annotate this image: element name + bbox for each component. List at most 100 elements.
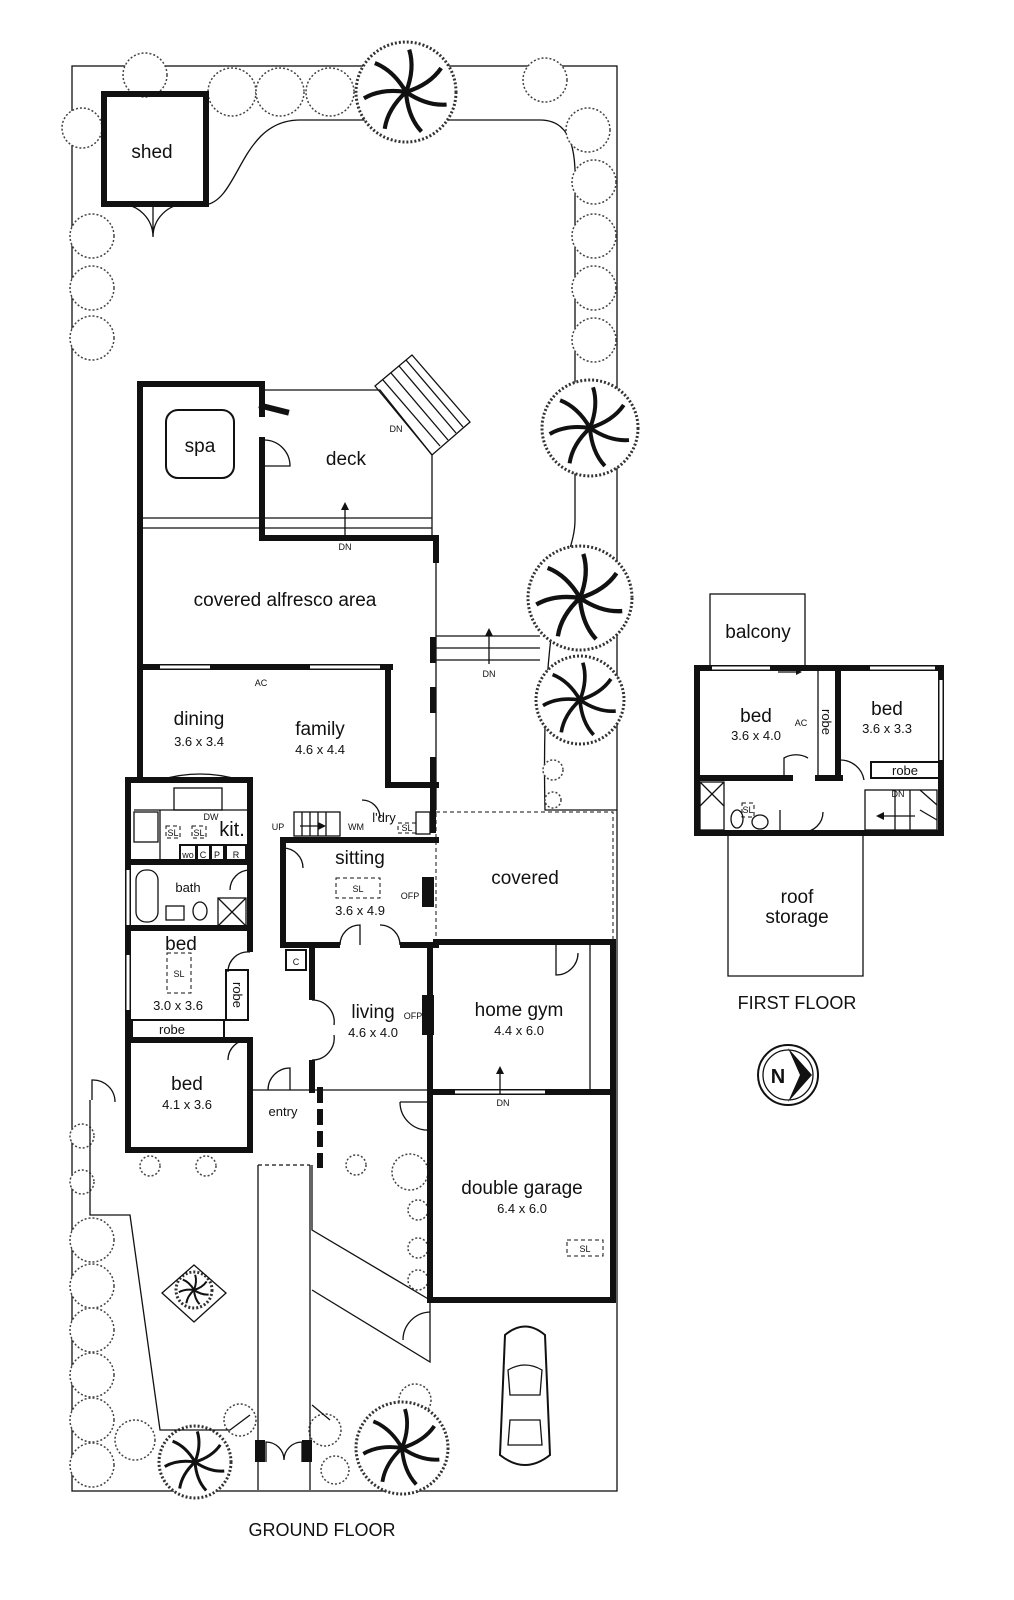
shrub-icon: [114, 1419, 156, 1461]
spa-label: spa: [185, 436, 216, 457]
first-floor: balcony robe robe AC SL DN bed 3.6 x 4.0…: [694, 593, 944, 1013]
ofp-label: OFP: [404, 1011, 423, 1021]
tree-icon: [354, 40, 458, 144]
dn-label: DN: [339, 542, 352, 552]
shrub-icon: [522, 57, 568, 103]
shrub-icon: [255, 67, 305, 117]
shrub-icon: [571, 159, 617, 205]
covered-label: covered: [491, 868, 559, 889]
shrub-icon: [345, 1154, 367, 1176]
first-floor-title: FIRST FLOOR: [738, 993, 857, 1013]
shrub-icon: [305, 67, 355, 117]
dw-label: DW: [204, 812, 219, 822]
bed-dim: 3.0 x 3.6: [153, 998, 203, 1013]
shrub-icon: [69, 1217, 115, 1263]
shrub-icon: [407, 1199, 429, 1221]
shrub-icon: [69, 315, 115, 361]
balcony-label: balcony: [725, 622, 791, 643]
east-wing: DN SL: [399, 811, 616, 1341]
shrub-icon: [69, 265, 115, 311]
shrub-icon: [139, 1155, 161, 1177]
sl-label: SL: [579, 1244, 590, 1254]
dining-label: dining: [174, 709, 225, 730]
bed-dim: 3.6 x 4.0: [731, 728, 781, 743]
garage-label: double garage: [461, 1178, 583, 1199]
bed-label: bed: [740, 706, 772, 727]
up-label: UP: [272, 822, 285, 832]
spa-tub: [165, 409, 235, 479]
bed-label: bed: [171, 1074, 203, 1095]
tree-icon: [157, 1424, 233, 1500]
alfresco-label: covered alfresco area: [194, 590, 377, 611]
shed-label: shed: [131, 142, 172, 163]
bath-label: bath: [175, 880, 200, 895]
family-dim: 4.6 x 4.4: [295, 742, 345, 757]
wo-label: wo: [181, 850, 194, 860]
bathtub: [135, 869, 159, 923]
tree-icon: [534, 654, 626, 746]
entry-label: entry: [269, 1104, 298, 1119]
dn-label: DN: [892, 789, 905, 799]
sitting-label: sitting: [335, 848, 385, 869]
garden-trees: [157, 40, 640, 1500]
deck-area: spa DN deck DN: [137, 354, 471, 783]
first-floor-stairs: [864, 789, 938, 831]
garden-shrubs: [61, 52, 617, 1488]
shrub-icon: [571, 317, 617, 363]
family-label: family: [295, 719, 345, 740]
north-compass-icon: N: [757, 1044, 819, 1106]
sl-label: SL: [193, 828, 204, 838]
tree-icon: [526, 544, 634, 652]
ground-floor-title: GROUND FLOOR: [248, 1520, 395, 1540]
shrub-icon: [69, 1169, 95, 1195]
tree-icon: [354, 1400, 450, 1496]
shrub-icon: [69, 1307, 115, 1353]
car: [498, 1325, 552, 1466]
tree-icon: [174, 1270, 214, 1310]
shrub-icon: [61, 107, 103, 149]
shrub-icon: [391, 1153, 429, 1191]
c-label: C: [200, 850, 207, 860]
sl-label: SL: [401, 823, 412, 833]
shrub-icon: [69, 213, 115, 259]
robe-label: robe: [159, 1022, 185, 1037]
ground-room-labels: covered alfresco area dining 3.6 x 3.4 f…: [153, 590, 583, 1540]
deck-label: deck: [326, 449, 367, 470]
shrub-icon: [223, 1403, 257, 1437]
shrub-icon: [207, 67, 257, 117]
shrub-icon: [69, 1123, 95, 1149]
side-steps: DN: [436, 628, 540, 679]
ac-label: AC: [795, 718, 808, 728]
house-walls: robe robe C: [125, 535, 439, 1168]
shrub-icon: [69, 1397, 115, 1443]
kitchen-fixtures: DW kit. SL SL wo C P R SL: [133, 787, 248, 994]
robe-label: robe: [819, 709, 834, 735]
kitchen-label: kit.: [219, 819, 245, 841]
sink: [173, 787, 223, 811]
toilet: [192, 901, 208, 921]
shrub-icon: [69, 1263, 115, 1309]
p-label: P: [214, 850, 220, 860]
home-gym-dim: 4.4 x 6.0: [494, 1023, 544, 1038]
shrub-icon: [407, 1269, 429, 1291]
living-label: living: [351, 1002, 394, 1023]
front-garden: [89, 1079, 431, 1490]
bed-dim: 3.6 x 3.3: [862, 721, 912, 736]
tree-icon: [540, 378, 640, 478]
shrub-icon: [69, 1352, 115, 1398]
sl-label: SL: [352, 884, 363, 894]
compass-label: N: [771, 1066, 785, 1088]
shrub-icon: [542, 759, 564, 781]
roof-storage-label: storage: [765, 907, 828, 928]
roof-storage-label: roof: [781, 887, 814, 908]
shrub-icon: [565, 107, 611, 153]
stairs-laundry: UP WM l'dry SL SL OFP OFP AC: [255, 678, 431, 1021]
shrub-icon: [320, 1455, 350, 1485]
shrub-icon: [544, 791, 562, 809]
shrub-icon: [195, 1155, 217, 1177]
ofp-label: OFP: [401, 891, 420, 901]
shrub-icon: [122, 52, 168, 98]
deck-stairs: [374, 354, 471, 456]
laundry-label: l'dry: [372, 810, 396, 825]
